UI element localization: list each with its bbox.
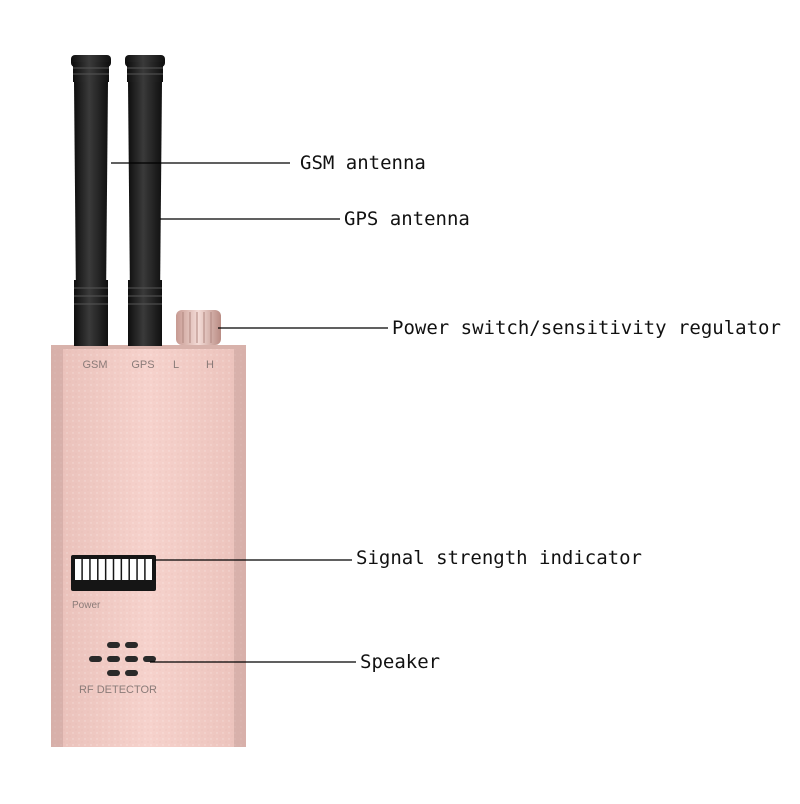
- indicator-segment: [106, 559, 113, 580]
- brand-label: RF DETECTOR: [79, 684, 157, 696]
- power-knob: [176, 310, 221, 345]
- device-body: [51, 345, 246, 747]
- indicator-segment: [145, 559, 152, 580]
- indicator-segment: [137, 559, 145, 580]
- indicator-segment: [82, 559, 90, 580]
- callout-gps-antenna: GPS antenna: [344, 208, 470, 230]
- indicator-segment: [90, 559, 98, 580]
- callout-signal-indicator: Signal strength indicator: [356, 547, 642, 569]
- port-label-gsm: GSM: [82, 359, 107, 371]
- indicator-segment: [98, 559, 105, 580]
- speaker-grille: [89, 642, 156, 676]
- gsm-antenna: [71, 55, 111, 346]
- indicator-segment: [129, 559, 137, 580]
- indicator-segment: [75, 559, 82, 580]
- callout-speaker: Speaker: [360, 651, 441, 673]
- indicator-segments: [75, 559, 152, 580]
- signal-strength-indicator: [71, 555, 156, 591]
- callout-gsm-antenna: GSM antenna: [300, 152, 426, 174]
- callout-power-switch: Power switch/sensitivity regulator: [392, 317, 781, 339]
- port-label-l: L: [173, 359, 179, 371]
- indicator-segment: [114, 559, 121, 580]
- port-label-h: H: [206, 359, 214, 371]
- indicator-label: Power: [72, 600, 101, 611]
- indicator-segment: [122, 559, 129, 580]
- port-label-gps: GPS: [131, 359, 154, 371]
- gps-antenna: [125, 55, 165, 346]
